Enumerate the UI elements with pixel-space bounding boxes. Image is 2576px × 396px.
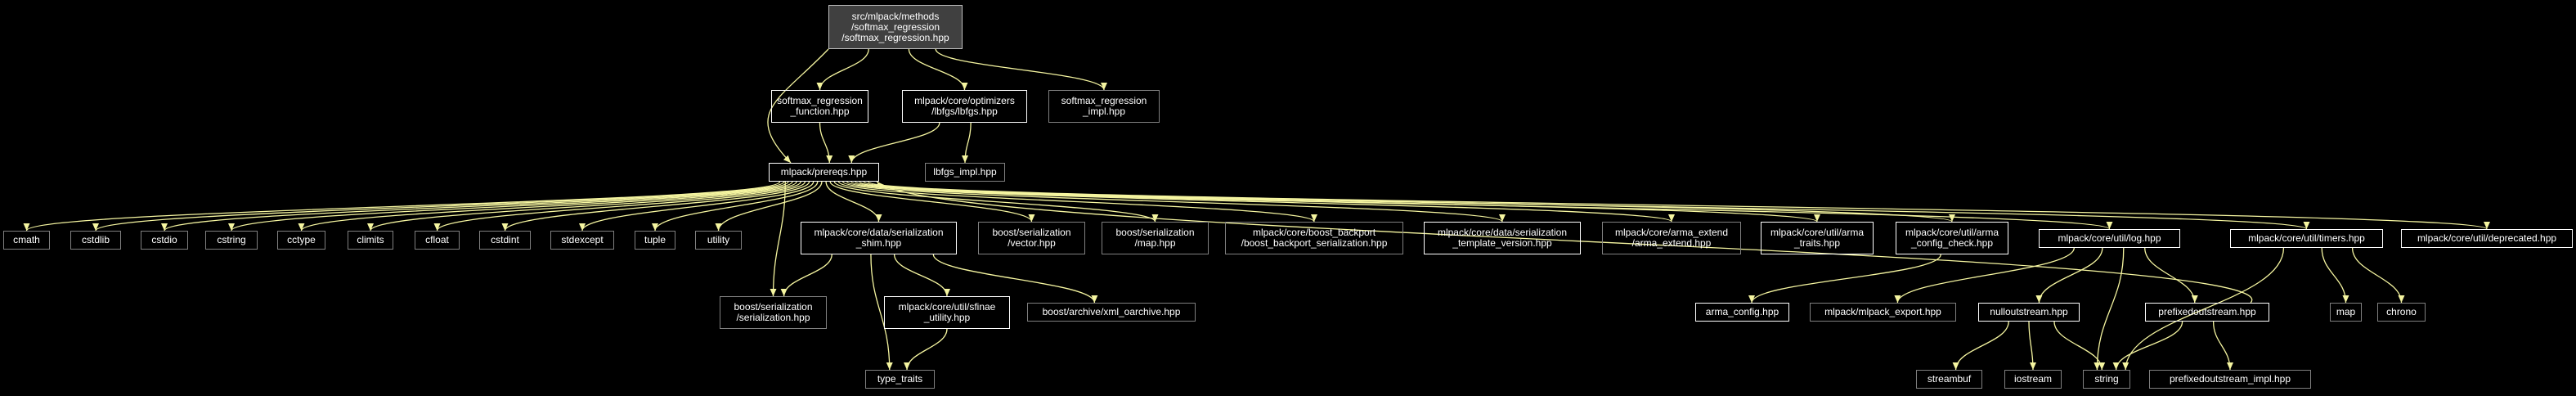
node-serialization-shim[interactable]: mlpack/core/data/serialization _shim.hpp (801, 222, 957, 254)
dependency-edges (23, 48, 2490, 371)
node-softmax-regression-function[interactable]: softmax_regression _function.hpp (771, 90, 868, 123)
edge-prefixedoutstream-to-prereqs (876, 181, 2253, 304)
node-arma-traits[interactable]: mlpack/core/util/arma _traits.hpp (1761, 222, 1874, 254)
node-cmath[interactable]: cmath (3, 231, 50, 250)
node-arma-config-check[interactable]: mlpack/core/util/arma _config_check.hpp (1896, 222, 2008, 254)
node-map[interactable]: map (2330, 303, 2362, 322)
node-cfloat[interactable]: cfloat (415, 231, 460, 250)
node-tuple[interactable]: tuple (635, 231, 675, 250)
edge-serialization-shim-to-sfinae-utility (893, 254, 950, 297)
node-cstdlib[interactable]: cstdlib (70, 231, 121, 250)
node-lbfgs-hpp[interactable]: mlpack/core/optimizers /lbfgs/lbfgs.hpp (902, 90, 1027, 123)
node-lbfgs-impl[interactable]: lbfgs_impl.hpp (925, 163, 1005, 182)
node-nulloutstream[interactable]: nulloutstream.hpp (1978, 303, 2080, 322)
edge-prereqs-to-cstring (228, 181, 793, 232)
node-boost-map[interactable]: boost/serialization /map.hpp (1102, 222, 1209, 254)
edge-serialization-shim-to-xml-oarchive (932, 254, 1098, 304)
node-cstring[interactable]: cstring (205, 231, 258, 250)
node-deprecated-hpp[interactable]: mlpack/core/util/deprecated.hpp (2401, 229, 2573, 248)
node-mlpack-export[interactable]: mlpack/mlpack_export.hpp (1810, 303, 1956, 322)
node-cstdio[interactable]: cstdio (141, 231, 188, 250)
node-iostream[interactable]: iostream (2004, 370, 2062, 389)
edge-prereqs-to-boost-backport (837, 181, 1317, 223)
edge-arma-config-check-to-arma-config (1748, 254, 1941, 304)
node-string[interactable]: string (2083, 370, 2130, 389)
edge-prereqs-to-boost-serialization (770, 181, 786, 297)
edge-prereqs-to-boost-vector (829, 181, 1035, 223)
node-chrono[interactable]: chrono (2377, 303, 2426, 322)
edge-prefixedoutstream-to-string (2112, 321, 2183, 371)
edge-log-hpp-to-string (2094, 247, 2125, 371)
edge-prereqs-to-boost-map (833, 181, 1159, 223)
node-timers-hpp[interactable]: mlpack/core/util/timers.hpp (2230, 229, 2383, 248)
edge-softmax-regression-hpp-to-softmax-regression-impl (935, 48, 1107, 91)
edge-prefixedoutstream-to-prefixedoutstream-impl (2212, 321, 2233, 371)
node-arma-config[interactable]: arma_config.hpp (1695, 303, 1789, 322)
edge-log-hpp-to-prefixedoutstream (2144, 247, 2198, 304)
edge-prereqs-to-cmath (23, 181, 781, 232)
node-prereqs[interactable]: mlpack/prereqs.hpp (769, 163, 879, 182)
edge-prereqs-to-serialization-shim (825, 181, 882, 223)
node-boost-serialization[interactable]: boost/serialization /serialization.hpp (720, 296, 827, 329)
node-prefixedoutstream-impl[interactable]: prefixedoutstream_impl.hpp (2149, 370, 2311, 389)
edge-prereqs-to-timers-hpp (863, 181, 2309, 230)
edge-timers-hpp-to-chrono (2351, 247, 2405, 304)
edge-serialization-shim-to-type-traits (870, 254, 893, 371)
node-cstdint[interactable]: cstdint (479, 231, 531, 250)
edge-prereqs-to-tuple (652, 181, 819, 232)
edge-prereqs-to-climits (367, 181, 801, 232)
edge-prereqs-to-log-hpp (859, 181, 2112, 230)
node-boost-vector[interactable]: boost/serialization /vector.hpp (978, 222, 1085, 254)
node-log-hpp[interactable]: mlpack/core/util/log.hpp (2039, 229, 2180, 248)
edge-softmax-regression-hpp-to-prereqs (767, 48, 829, 164)
edge-prereqs-to-arma-extend (846, 181, 1675, 223)
node-climits[interactable]: climits (348, 231, 393, 250)
node-utility[interactable]: utility (695, 231, 742, 250)
edge-prereqs-to-utility (715, 181, 823, 232)
edge-serialization-shim-to-boost-serialization (780, 254, 832, 297)
edge-prereqs-to-cstdint (501, 181, 810, 232)
edge-softmax-regression-function-to-prereqs (819, 122, 833, 164)
edge-prereqs-to-cctype (298, 181, 797, 232)
edge-nulloutstream-to-iostream (2028, 321, 2036, 371)
edge-lbfgs-hpp-to-lbfgs-impl (962, 122, 972, 164)
edge-log-hpp-to-mlpack-export (1894, 247, 2075, 304)
edge-prereqs-to-cstdio (161, 181, 789, 232)
node-stdexcept[interactable]: stdexcept (550, 231, 614, 250)
edge-timers-hpp-to-map (2321, 247, 2349, 304)
edge-lbfgs-hpp-to-prereqs (848, 122, 940, 164)
node-boost-backport[interactable]: mlpack/core/boost_backport /boost_backpo… (1225, 222, 1403, 254)
node-cctype[interactable]: cctype (277, 231, 325, 250)
edge-nulloutstream-to-string (2053, 321, 2106, 371)
node-arma-extend[interactable]: mlpack/core/arma_extend /arma_extend.hpp (1602, 222, 1741, 254)
edge-prereqs-to-cstdlib (92, 181, 785, 232)
node-softmax-regression-impl[interactable]: softmax_regression _impl.hpp (1048, 90, 1160, 123)
edge-timers-hpp-to-string (2122, 247, 2285, 371)
node-xml-oarchive[interactable]: boost/archive/xml_oarchive.hpp (1027, 303, 1196, 322)
edge-nulloutstream-to-streambuf (1952, 321, 2009, 371)
edge-sfinae-utility-to-type-traits (904, 328, 948, 371)
node-prefixedoutstream[interactable]: prefixedoutstream.hpp (2145, 303, 2269, 322)
edge-log-hpp-to-nulloutstream (2035, 247, 2103, 304)
edge-softmax-regression-hpp-to-softmax-regression-function (816, 48, 869, 91)
node-softmax-regression-hpp[interactable]: src/mlpack/methods /softmax_regression /… (828, 5, 963, 49)
node-type-traits[interactable]: type_traits (865, 370, 935, 389)
edge-softmax-regression-hpp-to-lbfgs-hpp (908, 48, 968, 91)
node-streambuf[interactable]: streambuf (1916, 370, 1982, 389)
node-serialization-template-version[interactable]: mlpack/core/data/serialization _template… (1424, 222, 1581, 254)
edge-prereqs-to-deprecated-hpp (867, 181, 2490, 230)
node-sfinae-utility[interactable]: mlpack/core/util/sfinae _utility.hpp (884, 296, 1010, 329)
edge-prereqs-to-cfloat (433, 181, 806, 232)
edge-prereqs-to-stdexcept (579, 181, 815, 232)
